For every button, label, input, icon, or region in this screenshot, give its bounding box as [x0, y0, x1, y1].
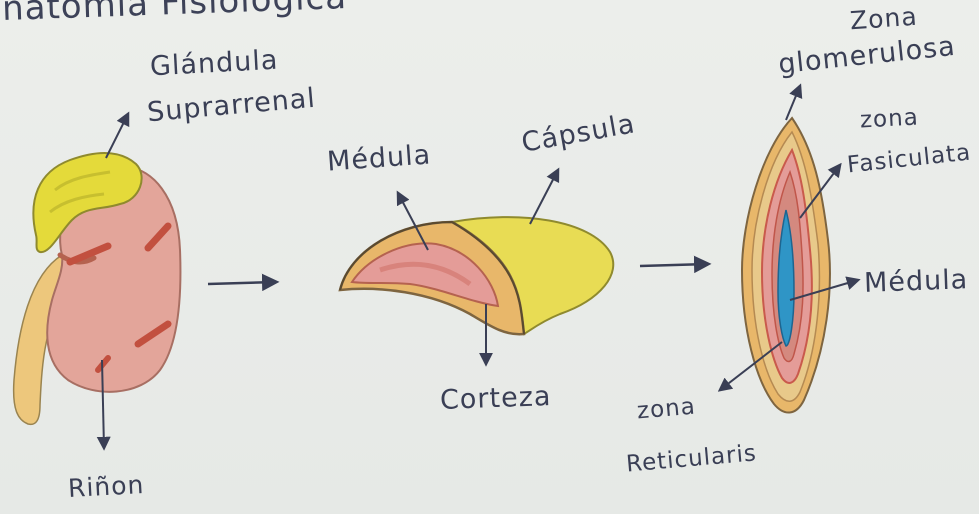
label-glandula-line1: Glándula [149, 47, 279, 81]
glomerulosa-leader [786, 86, 800, 120]
label-medula-right: Médula [864, 266, 969, 297]
label-zona-ret-line1: zona [636, 395, 697, 423]
kidney-figure [14, 114, 181, 448]
flow-arrow-2 [640, 264, 708, 266]
label-corteza: Corteza [440, 383, 552, 414]
flow-arrow-1 [208, 282, 276, 284]
label-medula-center: Médula [326, 141, 432, 175]
label-zona-fasc-line1: zona [859, 106, 919, 132]
gland-section-figure [340, 170, 613, 364]
label-zona-glom-line1: Zona [849, 4, 918, 34]
zones-figure [720, 86, 858, 413]
glandula-leader [106, 114, 128, 158]
label-rinon: Riñon [67, 472, 145, 501]
capsula-leader [530, 170, 558, 224]
